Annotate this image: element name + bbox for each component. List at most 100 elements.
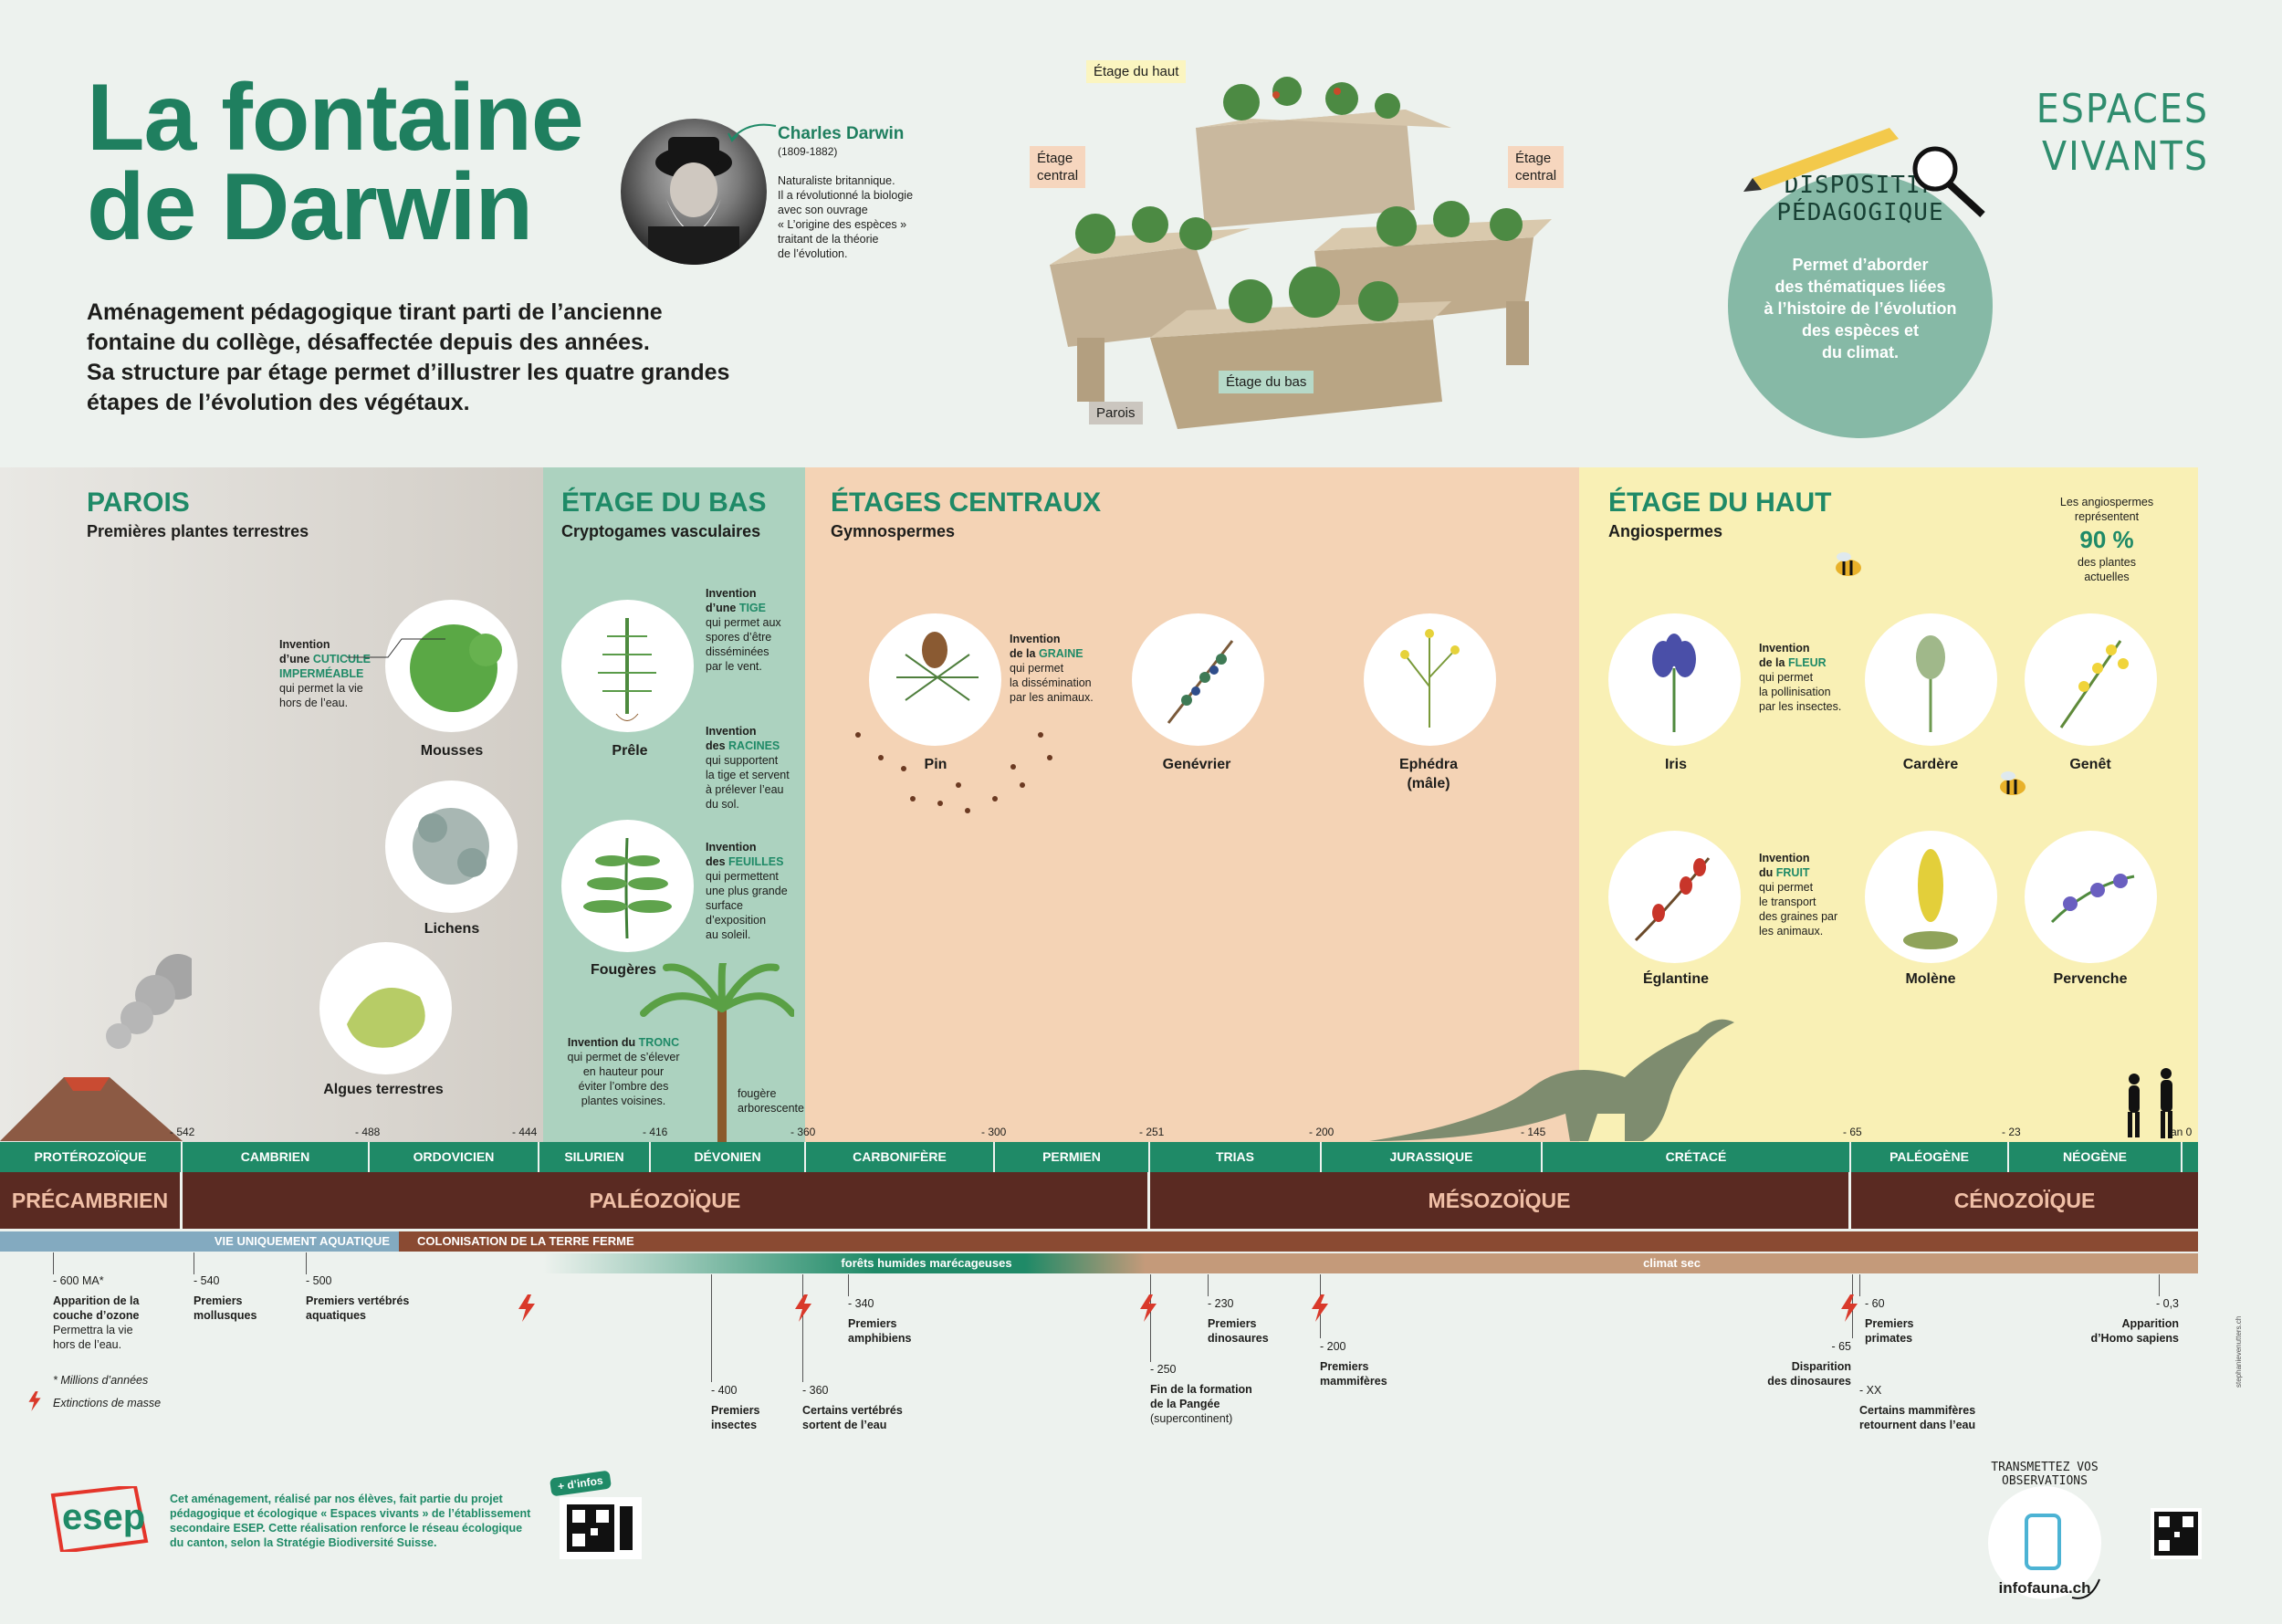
- note-text: des graines par: [1759, 910, 1838, 923]
- era-mesozoique: MÉSOZOÏQUE: [1150, 1172, 1851, 1229]
- esep-logo: esep: [44, 1486, 153, 1552]
- note-text: actuelles: [2084, 571, 2130, 583]
- event-text: couche d’ozone: [53, 1309, 140, 1322]
- note-text: Invention: [1010, 633, 1061, 645]
- note-text: d’une: [706, 602, 739, 614]
- footer-line: secondaire ESEP. Cette réalisation renfo…: [170, 1522, 523, 1535]
- seeds-dots: [855, 732, 1052, 813]
- mousses-image: [385, 600, 518, 732]
- event-date: - 65: [1831, 1340, 1851, 1353]
- intro-line: Aménagement pédagogique tirant parti de …: [87, 299, 663, 325]
- note-text: qui permettent: [706, 870, 779, 883]
- algues-image: [319, 942, 452, 1074]
- label-prele: Prêle: [612, 743, 648, 759]
- event-line: [306, 1252, 307, 1274]
- label-etage-haut: Étage du haut: [1086, 60, 1187, 83]
- darwin-desc-line: traitant de la théorie: [778, 233, 879, 246]
- label-cardere: Cardère: [1902, 757, 1959, 772]
- dispositif-desc-line: des espèces et: [1801, 321, 1920, 340]
- note-text: des: [706, 855, 729, 868]
- period-jurassique: JURASSIQUE: [1322, 1142, 1543, 1172]
- extinction-bolt-icon: [795, 1294, 811, 1322]
- label-genet: Genêt: [2069, 757, 2111, 772]
- event-text: (supercontinent): [1150, 1412, 1233, 1425]
- logo-line: VIVANTS: [2042, 133, 2209, 180]
- note-text: la tige et servent: [706, 769, 790, 781]
- title-line-2: de Darwin: [87, 154, 533, 260]
- era-paleozoique: PALÉOZOÏQUE: [183, 1172, 1150, 1229]
- prele-image: [561, 600, 694, 732]
- event-text: Certains mammifères: [1859, 1404, 1976, 1417]
- section-subtitle-centraux: Gymnospermes: [831, 522, 956, 540]
- note-keyword: FEUILLES: [728, 855, 784, 868]
- infofauna-badge[interactable]: TRANSMETTEZ VOS OBSERVATIONS infofauna.c…: [1963, 1451, 2127, 1616]
- period-permien: PERMIEN: [995, 1142, 1150, 1172]
- event-text: Premiers: [1208, 1317, 1257, 1330]
- dispositif-title: DISPOSITIF PÉDAGOGIQUE: [1728, 172, 1993, 226]
- bee-icon: [1836, 552, 1861, 576]
- dispositif-desc-line: à l’histoire de l’évolution: [1764, 299, 1957, 318]
- tick-label: an 0: [2171, 1126, 2193, 1138]
- note-text: qui permet aux: [706, 616, 781, 629]
- eras-row: PRÉCAMBRIEN PALÉOZOÏQUE MÉSOZOÏQUE CÉNOZ…: [0, 1172, 2198, 1229]
- period-carbonifere: CARBONIFÈRE: [806, 1142, 995, 1172]
- band-etage-haut: [1579, 467, 2198, 1143]
- label-molene: Molène: [1905, 971, 1956, 987]
- infofauna-link[interactable]: infofauna.ch: [1998, 1579, 2091, 1597]
- tick-label: - 200: [1309, 1126, 1335, 1138]
- note-cuticule: Invention d’une CUTICULE IMPERMÉABLE qui…: [279, 637, 371, 710]
- note-text: Invention: [706, 841, 757, 854]
- period-devonien: DÉVONIEN: [651, 1142, 806, 1172]
- event-200: - 200 Premiers mammifères: [1320, 1339, 1387, 1388]
- event-line: [1859, 1274, 1860, 1296]
- note-text: fougère: [738, 1087, 777, 1100]
- qr-code-infos[interactable]: [560, 1497, 642, 1559]
- extinction-bolt-icon: [518, 1294, 535, 1322]
- note-keyword: CUTICULE: [312, 653, 372, 665]
- note-text: à prélever l’eau: [706, 783, 784, 796]
- extinction-bolt-icon: [1312, 1294, 1328, 1322]
- event-text: Permettra la vie: [53, 1324, 133, 1336]
- intro-line: fontaine du collège, désaffectée depuis …: [87, 330, 650, 355]
- event-text: Fin de la formation: [1150, 1383, 1252, 1396]
- event-03: - 0,3 Apparition d’Homo sapiens: [2065, 1296, 2179, 1346]
- event-text: mollusques: [194, 1309, 257, 1322]
- label-iris: Iris: [1664, 757, 1687, 772]
- event-text: d’Homo sapiens: [2090, 1332, 2179, 1345]
- period-silurien: SILURIEN: [539, 1142, 651, 1172]
- note-text: Invention: [706, 725, 757, 738]
- section-subtitle-haut: Angiospermes: [1608, 522, 1723, 540]
- qr-code-infofauna[interactable]: [2151, 1508, 2202, 1559]
- bar-colonisation: COLONISATION DE LA TERRE FERME: [399, 1231, 2198, 1252]
- label-lichens: Lichens: [424, 921, 480, 937]
- darwin-desc-line: Naturaliste britannique.: [778, 174, 895, 187]
- tick-label: - 488: [355, 1126, 381, 1138]
- event-text: Apparition: [2121, 1317, 2180, 1330]
- era-precambrien: PRÉCAMBRIEN: [0, 1172, 183, 1229]
- note-text: Invention: [279, 638, 330, 651]
- note-text: plantes voisines.: [581, 1095, 666, 1107]
- period-proterozoique: PROTÉROZOÏQUE: [0, 1142, 183, 1172]
- section-title-bas: ÉTAGE DU BAS: [561, 487, 767, 518]
- event-date: - 250: [1150, 1363, 1177, 1376]
- note-tige: Invention d’une TIGE qui permet aux spor…: [706, 586, 781, 674]
- event-text: Premiers: [711, 1404, 760, 1417]
- note-text: spores d’être: [706, 631, 772, 644]
- event-text: Premiers: [848, 1317, 897, 1330]
- note-text: d’exposition: [706, 914, 767, 927]
- event-line: [802, 1274, 803, 1382]
- section-title-parois: PAROIS: [87, 487, 190, 518]
- event-text: Premiers vertébrés: [306, 1294, 410, 1307]
- darwin-portrait: [621, 119, 767, 265]
- note-text: la dissémination: [1010, 676, 1092, 689]
- lichens-image: [385, 781, 518, 913]
- event-65: - 65 Disparition des dinosaures: [1734, 1339, 1851, 1388]
- plus-infos-badge[interactable]: + d’infos: [549, 1470, 612, 1497]
- extinction-bolt-icon: [1841, 1294, 1858, 1322]
- event-date: - 360: [802, 1384, 829, 1397]
- label-mousses: Mousses: [420, 743, 484, 759]
- note-graine: Invention de la GRAINE qui permet la dis…: [1010, 632, 1094, 705]
- event-text: Certains vertébrés: [802, 1404, 903, 1417]
- label-fougeres: Fougères: [590, 962, 656, 978]
- event-text: insectes: [711, 1419, 758, 1431]
